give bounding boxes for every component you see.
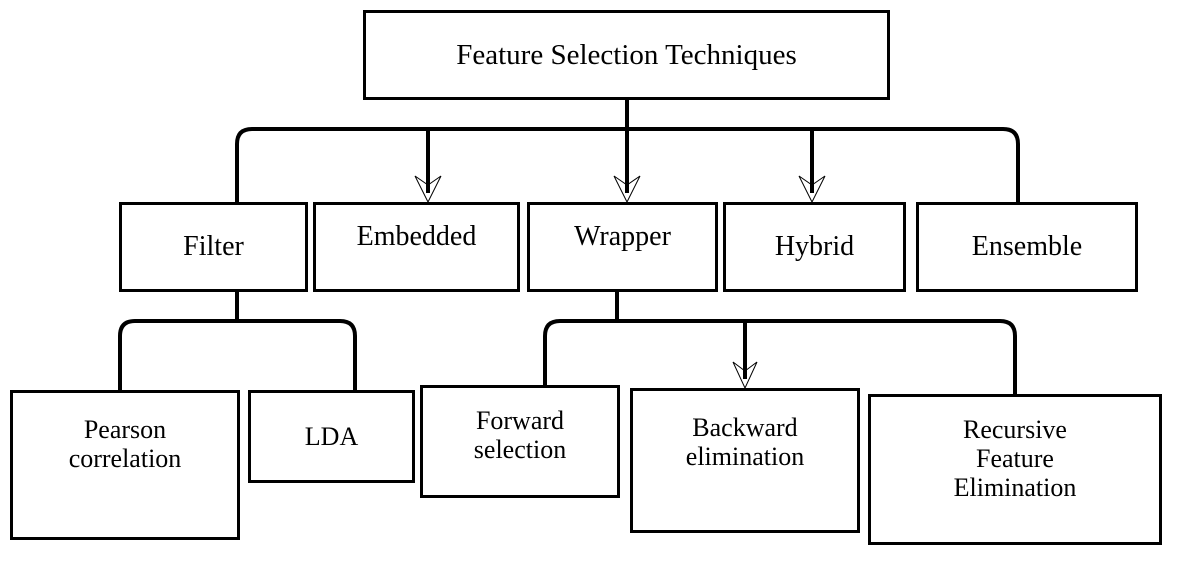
arrowhead-backward [732, 361, 758, 390]
node-recursive-feature-elimination[interactable]: Recursive Feature Elimination [868, 394, 1162, 545]
node-lda[interactable]: LDA [248, 390, 415, 483]
node-forward-selection-label: Forward selection [473, 406, 567, 465]
arrowhead-wrapper [613, 175, 641, 204]
node-filter[interactable]: Filter [119, 202, 308, 292]
node-wrapper-label: Wrapper [574, 221, 671, 252]
node-ensemble[interactable]: Ensemble [916, 202, 1138, 292]
connector-filter-bus [118, 319, 357, 390]
node-root[interactable]: Feature Selection Techniques [363, 10, 890, 100]
node-pearson-correlation-label: Pearson correlation [68, 415, 182, 474]
node-embedded[interactable]: Embedded [313, 202, 520, 292]
node-pearson-correlation[interactable]: Pearson correlation [10, 390, 240, 540]
node-recursive-feature-elimination-label: Recursive Feature Elimination [953, 415, 1077, 503]
node-wrapper[interactable]: Wrapper [527, 202, 718, 292]
node-backward-elimination[interactable]: Backward elimination [630, 388, 860, 533]
node-ensemble-label: Ensemble [971, 231, 1083, 263]
node-forward-selection[interactable]: Forward selection [420, 385, 620, 498]
arrowhead-hybrid [798, 175, 826, 204]
connector-wrapper-bus [543, 319, 1017, 394]
node-filter-label: Filter [183, 231, 244, 263]
node-hybrid[interactable]: Hybrid [723, 202, 906, 292]
node-hybrid-label: Hybrid [774, 231, 855, 263]
node-embedded-label: Embedded [356, 221, 477, 252]
node-backward-elimination-label: Backward elimination [685, 413, 805, 472]
arrowhead-embedded [414, 175, 442, 204]
node-root-label: Feature Selection Techniques [456, 38, 797, 71]
node-lda-label: LDA [304, 421, 359, 451]
